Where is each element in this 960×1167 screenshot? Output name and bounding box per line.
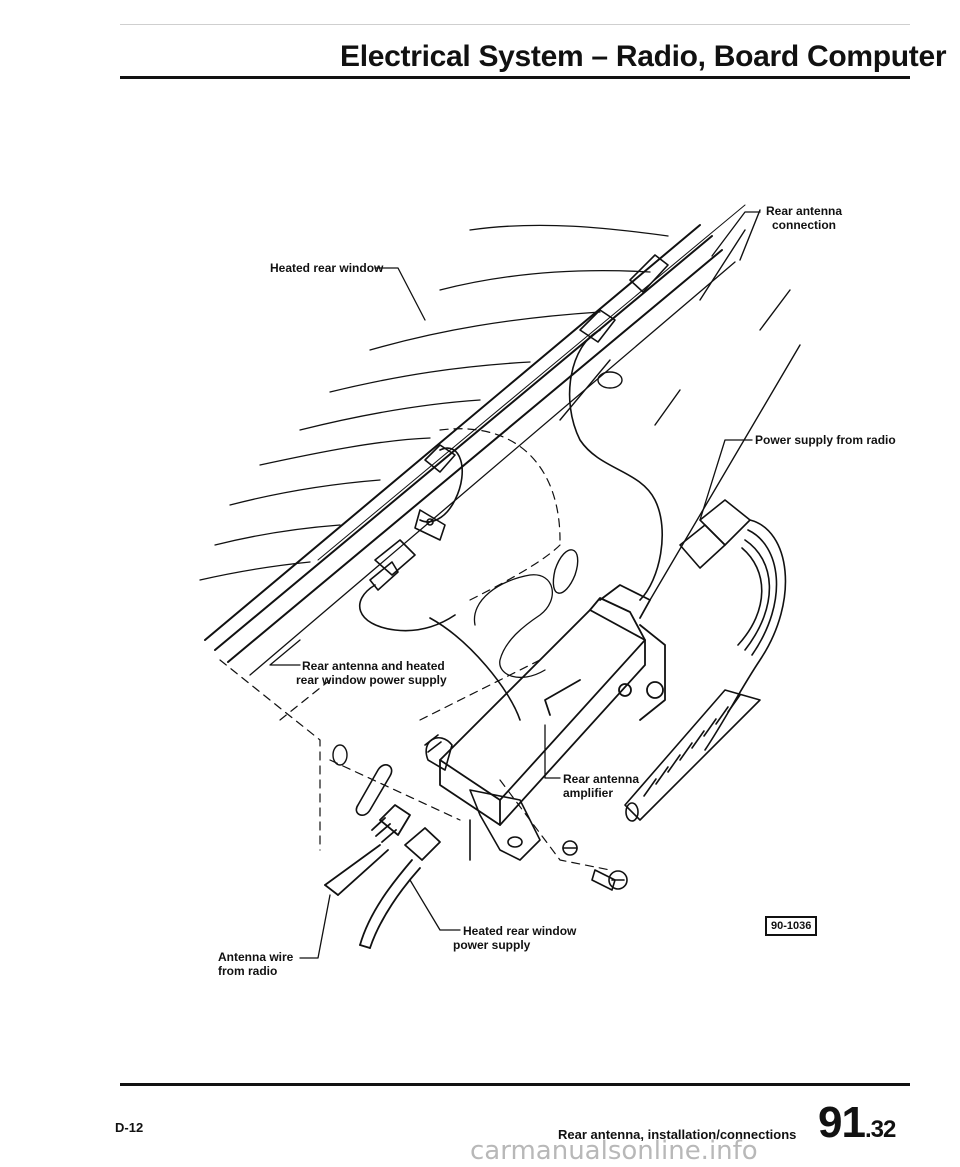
label-heated-window-power-supply: Heated rear window power supply (453, 924, 577, 952)
header-rule (120, 76, 910, 79)
label-rear-antenna-amplifier: Rear antenna amplifier (563, 772, 639, 800)
leader-lines (269, 211, 761, 959)
label-heated-rear-window: Heated rear window (270, 261, 384, 275)
body-cutout (473, 574, 553, 679)
heating-element-lines (199, 224, 669, 581)
section-sub: .32 (864, 1116, 896, 1143)
label-power-supply-from-radio: Power supply from radio (755, 433, 896, 447)
label-line: Antenna wire (218, 950, 294, 964)
amplifier-bracket (469, 789, 541, 861)
page-number: D-12 (115, 1120, 144, 1135)
label-line: Heated rear window (463, 924, 577, 938)
label-line: from radio (218, 964, 278, 978)
watermark: carmanualsonline.info (470, 1136, 758, 1166)
figure-number: 90-1036 (765, 916, 818, 936)
heated-supply-cable (359, 827, 441, 949)
label-line: Rear antenna (563, 772, 640, 786)
section-number: 91.32 (818, 1098, 896, 1148)
amplifier-housing (439, 584, 666, 826)
label-line: Rear antenna and heated (302, 659, 445, 673)
mounting-hole (332, 744, 348, 766)
slot-hole (355, 764, 393, 816)
page-title: Electrical System – Radio, Board Compute… (340, 40, 947, 73)
top-hairline (120, 24, 910, 25)
screws (424, 734, 628, 891)
label-rear-antenna-connection: Rear antenna connection (766, 204, 842, 232)
power-supply-plug (679, 499, 787, 751)
label-line: rear window power supply (296, 673, 447, 687)
antenna-cable (324, 804, 411, 896)
label-line: Rear antenna (766, 204, 843, 218)
rear-window-glass (204, 204, 746, 676)
spiral-wrap (624, 689, 761, 822)
label-rear-antenna-heated-supply: Rear antenna and heated rear window powe… (296, 659, 447, 687)
hidden-lines (219, 428, 611, 871)
section-main: 91 (818, 1098, 866, 1147)
oval-hole (552, 549, 579, 594)
antenna-connection-clip (568, 254, 669, 601)
amplifier-cable (429, 617, 521, 721)
label-line: connection (772, 218, 837, 232)
mounting-hole (597, 371, 623, 389)
body-panel (559, 209, 801, 601)
footer-rule (120, 1083, 910, 1086)
label-line: power supply (453, 938, 531, 952)
footer-caption: Rear antenna, installation/connections (558, 1127, 797, 1142)
label-line: amplifier (563, 786, 614, 800)
label-antenna-wire-from-radio: Antenna wire from radio (218, 950, 293, 978)
